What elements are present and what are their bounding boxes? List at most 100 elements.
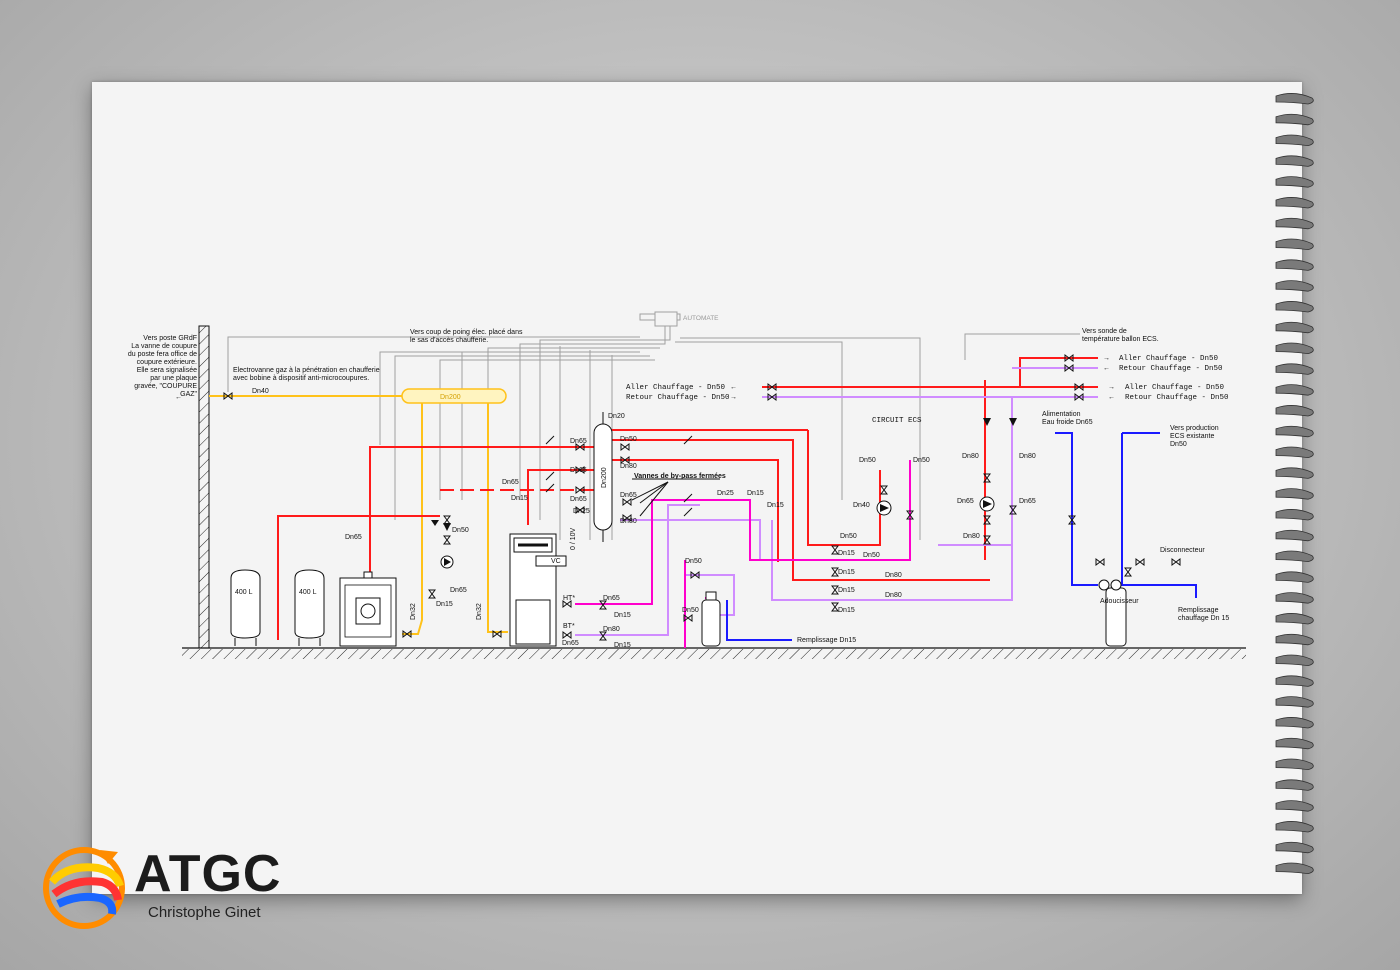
spiral-loop	[1275, 363, 1314, 375]
automate-label: AUTOMATE	[683, 315, 719, 322]
spiral-loop	[1275, 529, 1314, 542]
svg-text:Elle sera signalisée: Elle sera signalisée	[137, 367, 197, 374]
svg-text:Dn65: Dn65	[1019, 498, 1036, 505]
boiler-1	[339, 571, 397, 647]
svg-text:Dn15: Dn15	[767, 502, 784, 509]
svg-text:Vers sonde de: Vers sonde de	[1082, 328, 1127, 335]
spiral-binding	[1275, 93, 1314, 875]
spiral-loop	[1275, 717, 1314, 729]
svg-text:Dn80: Dn80	[885, 572, 902, 579]
softener	[1098, 579, 1127, 647]
spiral-loop	[1275, 509, 1314, 521]
spiral-loop	[1275, 841, 1314, 854]
svg-text:Dn65: Dn65	[570, 438, 587, 445]
remplissage-dn15-label: Remplissage Dn15	[797, 637, 856, 644]
svg-text:Vers production: Vers production	[1170, 425, 1219, 432]
svg-text:chauffage Dn 15: chauffage Dn 15	[1178, 615, 1229, 622]
svg-text:Dn50: Dn50	[620, 436, 637, 443]
hot-water-lines	[277, 357, 1098, 640]
svg-text:Dn80: Dn80	[603, 626, 620, 633]
svg-text:Dn65: Dn65	[502, 479, 519, 486]
bt-label: BT*	[563, 623, 575, 630]
sonde-note: Vers sonde de température ballon ECS.	[1082, 328, 1159, 343]
svg-text:Dn15: Dn15	[838, 587, 855, 594]
grdf-note: Vers poste GRdF La vanne de coupure du p…	[128, 335, 198, 398]
svg-text:Eau froide Dn65: Eau froide Dn65	[1042, 419, 1093, 426]
svg-text:Dn32: Dn32	[410, 603, 417, 620]
svg-text:Dn50: Dn50	[1170, 441, 1187, 448]
svg-text:Dn15: Dn15	[436, 601, 453, 608]
svg-text:→: →	[1108, 384, 1115, 391]
svg-text:Dn65: Dn65	[570, 467, 587, 474]
dn200-horizontal: Dn200	[440, 394, 461, 401]
spiral-loop	[1275, 405, 1314, 417]
spiral-loop	[1275, 800, 1314, 812]
spiral-loop	[1275, 758, 1314, 771]
svg-text:La vanne de coupure: La vanne de coupure	[131, 343, 197, 350]
wall	[198, 325, 210, 649]
svg-text:←: ←	[1108, 394, 1115, 401]
svg-text:Dn15: Dn15	[838, 569, 855, 576]
disconnecteur-label: Disconnecteur	[1160, 547, 1205, 554]
svg-text:température ballon ECS.: température ballon ECS.	[1082, 336, 1159, 343]
svg-text:Dn65: Dn65	[957, 498, 974, 505]
gas-arrow: ←	[175, 394, 182, 401]
svg-text:Dn80: Dn80	[963, 533, 980, 540]
svg-text:Dn65: Dn65	[345, 534, 362, 541]
vc-label: VC	[551, 558, 561, 565]
svg-text:←: ←	[730, 384, 737, 391]
dn-label: Dn40	[252, 388, 269, 395]
tank2-label: 400 L	[299, 589, 317, 596]
svg-text:Dn65: Dn65	[620, 492, 637, 499]
svg-text:le sas d'accès chaufferie.: le sas d'accès chaufferie.	[410, 337, 488, 344]
svg-text:Dn50: Dn50	[685, 558, 702, 565]
aller-chauffage-r1: Aller Chauffage - Dn50	[1119, 355, 1219, 363]
svg-text:Dn50: Dn50	[859, 457, 876, 464]
spiral-loop	[1275, 446, 1314, 459]
spiral-loop	[1275, 862, 1314, 875]
atgc-logo: ATGC Christophe Ginet	[36, 842, 296, 932]
svg-text:→: →	[1103, 355, 1110, 362]
spiral-loop	[1275, 134, 1314, 147]
spiral-loop	[1275, 550, 1314, 563]
hydraulic-separator	[593, 412, 613, 542]
spiral-loop	[1275, 488, 1314, 500]
return-lines	[575, 367, 1098, 636]
spiral-loop	[1275, 696, 1314, 708]
aller-chauffage-left: Aller Chauffage - Dn50	[626, 384, 726, 392]
spiral-loop	[1275, 633, 1314, 646]
adoucisseur-label: Adoucisseur	[1100, 598, 1139, 605]
svg-text:gravée, "COUPURE: gravée, "COUPURE	[134, 383, 197, 390]
expansion-tank-1	[230, 569, 261, 646]
logo-subtitle: Christophe Ginet	[148, 904, 261, 921]
svg-text:Dn50: Dn50	[913, 457, 930, 464]
svg-text:Dn80: Dn80	[962, 453, 979, 460]
spiral-loop	[1275, 176, 1314, 188]
line-arrows: ← → → ← → ←	[730, 355, 1115, 401]
svg-text:par une plaque: par une plaque	[150, 375, 197, 382]
svg-text:Dn15: Dn15	[614, 612, 631, 619]
dn200-vertical: Dn200	[601, 467, 608, 488]
svg-text:←: ←	[1103, 365, 1110, 372]
coup-de-poing-note: Vers coup de poing élec. placé dans le s…	[410, 329, 523, 344]
ht-label: HT*	[563, 595, 575, 602]
svg-text:Vers poste GRdF: Vers poste GRdF	[143, 335, 197, 342]
paper-sheet	[92, 82, 1302, 894]
spiral-loop	[1275, 280, 1314, 292]
svg-text:coupure extérieure.: coupure extérieure.	[137, 359, 197, 366]
svg-text:Dn65: Dn65	[450, 587, 467, 594]
spiral-loop	[1275, 321, 1314, 334]
spiral-loop	[1275, 571, 1314, 583]
spiral-loop	[1275, 342, 1314, 355]
svg-text:du poste fera office de: du poste fera office de	[128, 351, 197, 358]
alimentation-note: Alimentation Eau froide Dn65	[1042, 411, 1093, 426]
svg-text:Dn15: Dn15	[747, 490, 764, 497]
svg-text:Dn15: Dn15	[838, 550, 855, 557]
ground-line	[182, 647, 1246, 659]
logo-title: ATGC	[134, 845, 282, 903]
spiral-loop	[1275, 821, 1314, 833]
spiral-loop	[1275, 779, 1314, 791]
dn-labels: Dn20 Dn65 Dn50 Dn65 Dn80 Dn65 Dn65 Dn15 …	[345, 413, 1036, 649]
remplissage-chauffage-note: Remplissage chauffage Dn 15	[1178, 607, 1229, 622]
